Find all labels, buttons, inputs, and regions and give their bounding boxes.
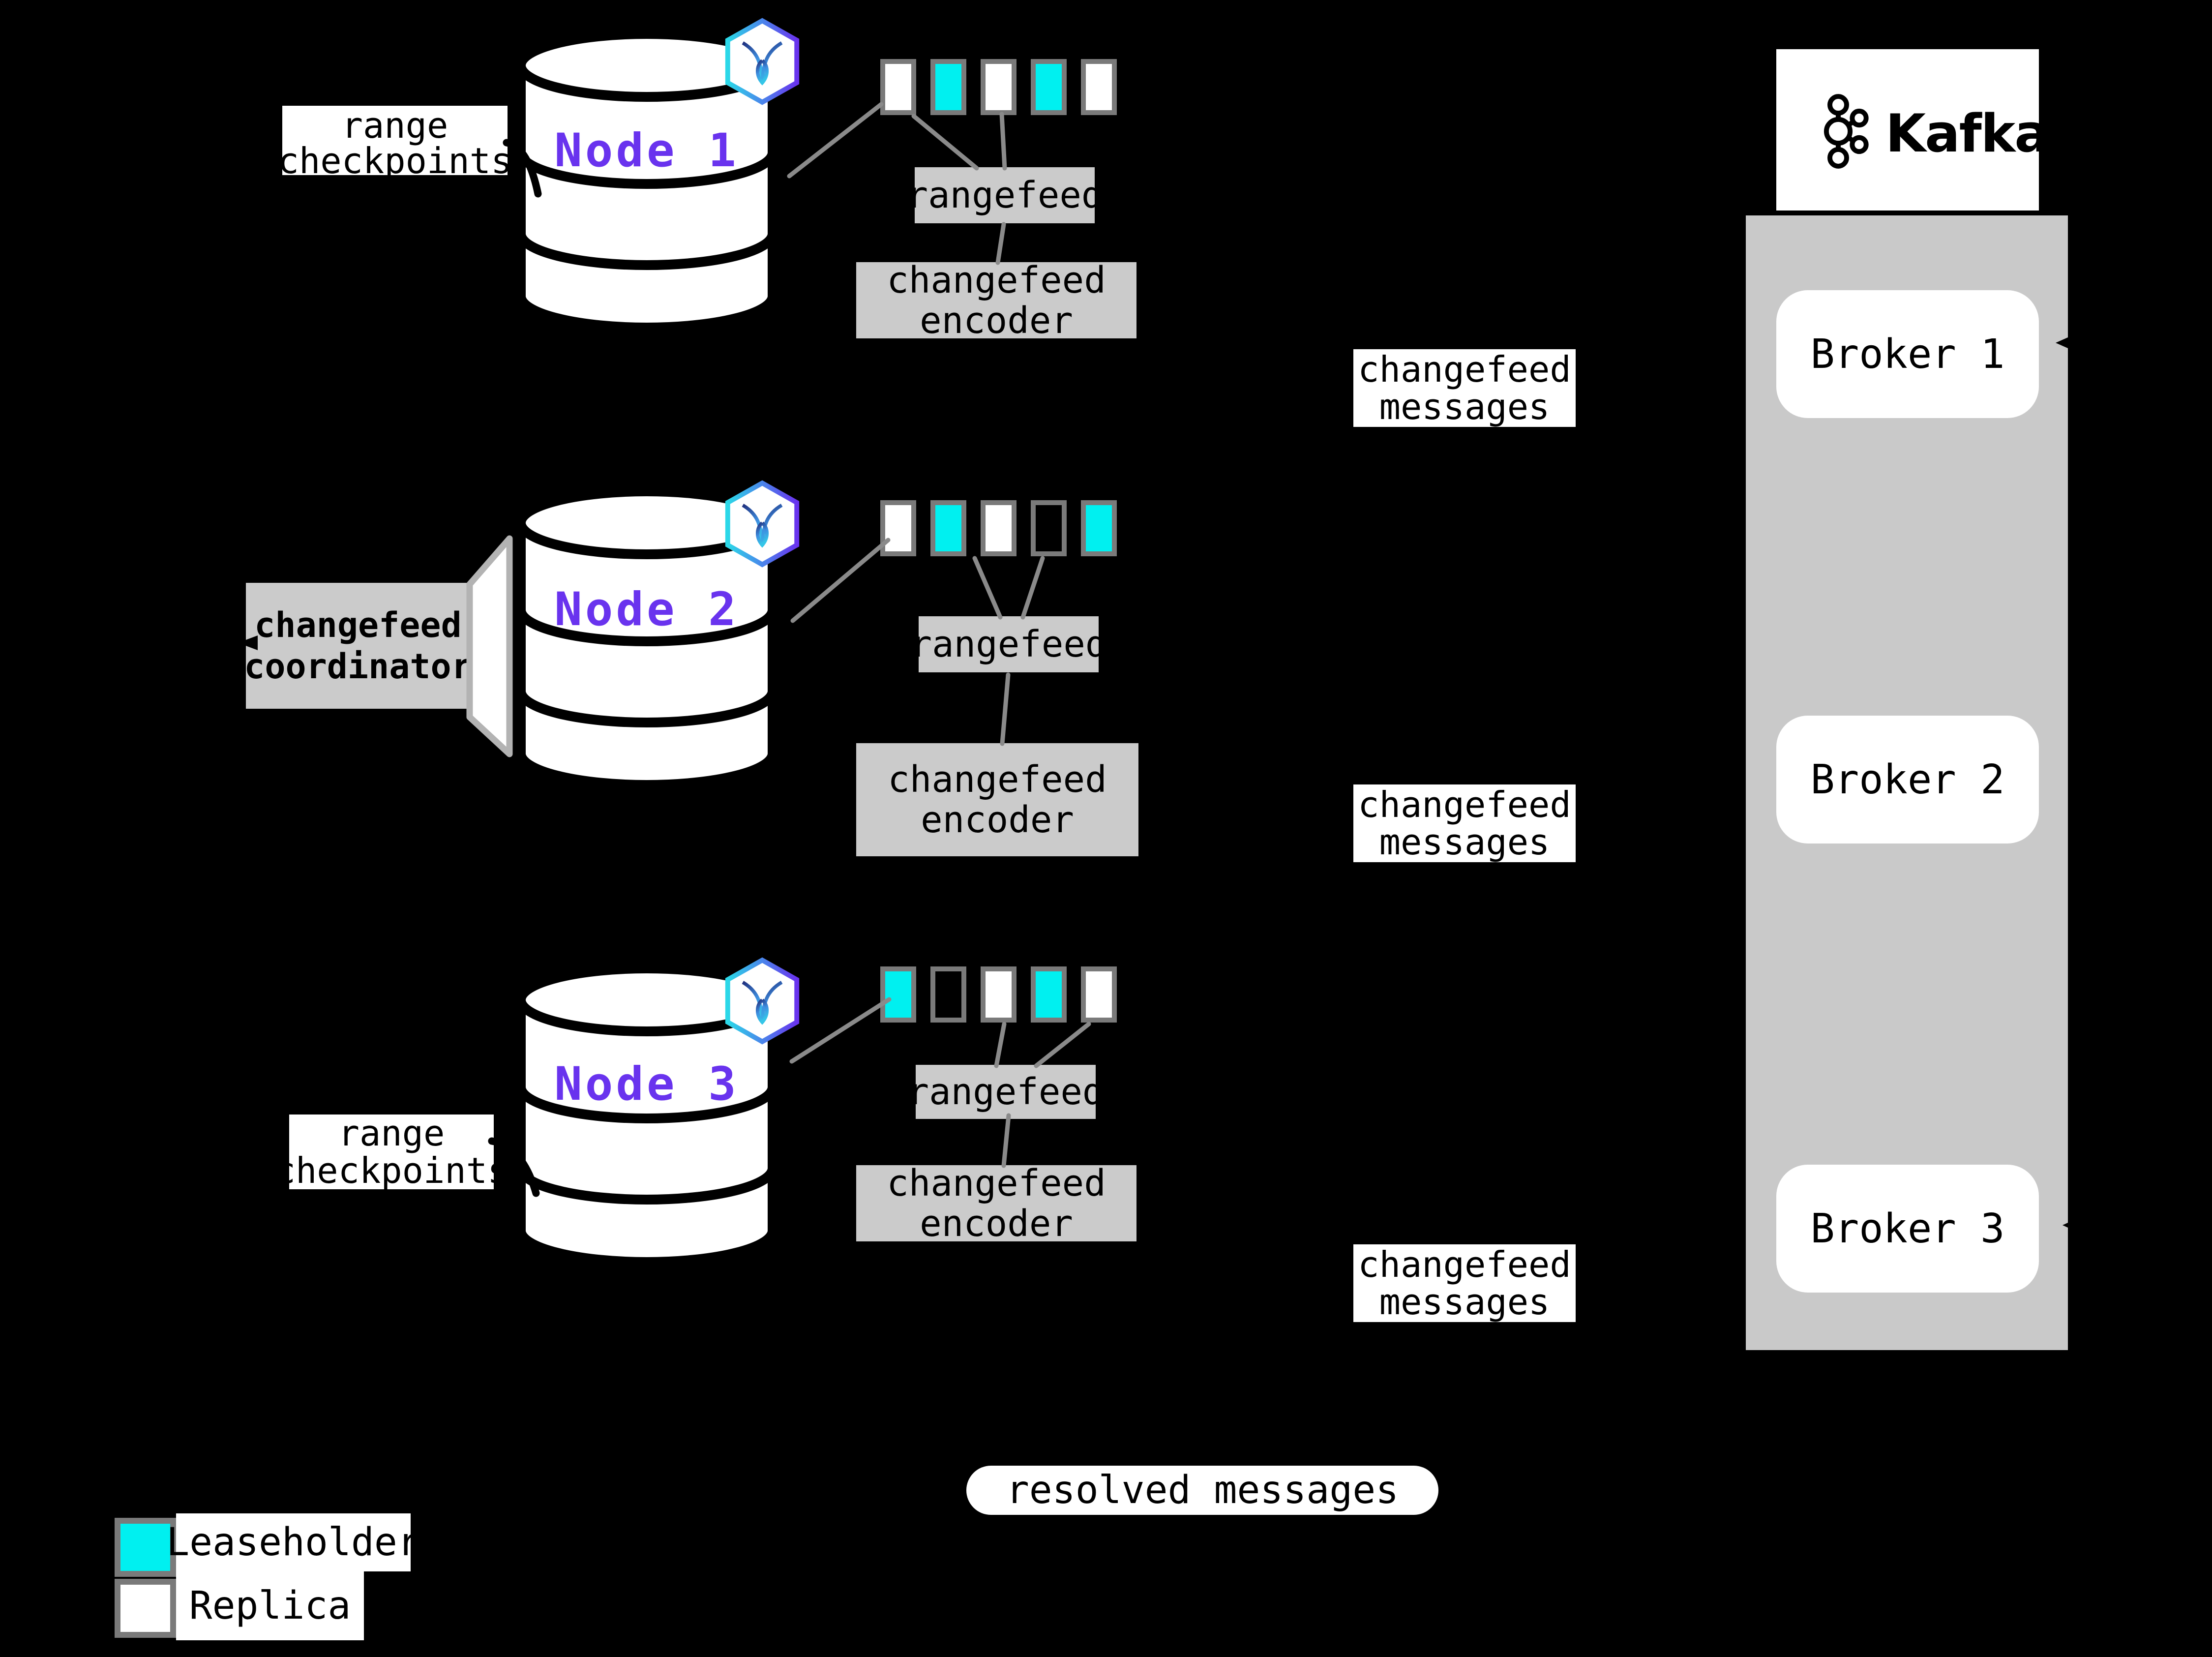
node2-range-squares [880,500,1117,556]
rangefeed-label: rangefeed [906,174,1104,216]
messages-line1: changefeed [1358,784,1571,825]
rangefeed-label: rangefeed [910,623,1107,665]
node1-changefeed-messages-label: changefeed messages [1353,349,1576,427]
range-square-leaseholder [1031,966,1067,1023]
range-square-replica [1081,966,1117,1023]
range-square-replica [880,59,916,115]
range-square-leaseholder [1081,500,1117,556]
coordinator-callout-flag [466,535,513,757]
range-checkpoints-line2: checkpoints [282,140,508,175]
node1-changefeed-encoder-box: changefeed encoder [856,259,1136,342]
legend-leaseholder-label: Leaseholder [166,1513,420,1571]
messages-line2: messages [1379,821,1550,863]
node2-label: Node 2 [554,583,739,636]
broker-1-box: Broker 1 [1776,290,2039,418]
messages-line2: messages [1379,1281,1550,1323]
range-square-replica [981,966,1016,1023]
resolved-messages-pill: resolved messages [966,1466,1438,1515]
node2-changefeed-encoder-box: changefeed encoder [856,743,1138,856]
range-square-leaseholder [880,966,916,1023]
encoder-line1: changefeed [887,259,1106,301]
encoder-line2: encoder [921,799,1074,841]
range-square-replica [880,500,916,556]
cockroachdb-hexagon-icon [722,957,803,1045]
legend-replica-swatch [115,1579,176,1638]
node1-rangefeed-box: rangefeed [906,167,1103,223]
coordinator-line1: changefeed [254,605,462,645]
encoder-line2: encoder [920,1202,1073,1245]
legend-leaseholder-swatch [115,1518,176,1577]
messages-line1: changefeed [1358,349,1571,390]
coordinator-line2: coordinator [244,646,472,687]
encoder-line2: encoder [920,299,1073,342]
messages-line1: changefeed [1358,1244,1571,1285]
node3-label: Node 3 [554,1057,739,1111]
messages-line2: messages [1379,386,1550,427]
kafka-circles-icon [1823,94,1869,169]
kafka-logo-box: Kafka [1776,49,2050,211]
node3-changefeed-encoder-box: changefeed encoder [856,1162,1136,1245]
range-square-empty [1031,500,1067,556]
node3-changefeed-messages-label: changefeed messages [1353,1244,1576,1322]
broker-2-box: Broker 2 [1776,716,2039,844]
range-square-replica [1081,59,1117,115]
cockroachdb-hexagon-icon [722,17,803,106]
range-square-empty [930,966,966,1023]
kafka-wordmark: Kafka [1885,103,2050,164]
node1-range-squares [880,59,1117,115]
node2-changefeed-messages-label: changefeed messages [1353,784,1576,862]
range-checkpoints-line2: checkpoints [274,1150,509,1191]
range-square-replica [981,500,1016,556]
node2-rangefeed-box: rangefeed [910,616,1107,672]
range-square-leaseholder [930,500,966,556]
node3-rangefeed-box: rangefeed [907,1065,1104,1119]
range-square-leaseholder [1031,59,1067,115]
range-checkpoints-line1: range [338,1113,445,1154]
broker-3-box: Broker 3 [1776,1165,2039,1293]
range-square-leaseholder [930,59,966,115]
cockroachdb-hexagon-icon [722,480,803,568]
changefeed-coordinator-box: changefeed coordinator [244,583,472,709]
range-square-replica [981,59,1016,115]
range-checkpoints-line1: range [341,106,448,146]
encoder-line1: changefeed [888,758,1107,801]
range-checkpoints-label-node3: range checkpoints [274,1113,508,1189]
encoder-line1: changefeed [887,1162,1106,1205]
rangefeed-label: rangefeed [907,1071,1105,1113]
node1-label: Node 1 [554,124,739,178]
range-checkpoints-label-node1: range checkpoints [282,106,508,175]
legend-replica-label: Replica [176,1571,364,1640]
node3-range-squares [880,966,1117,1023]
